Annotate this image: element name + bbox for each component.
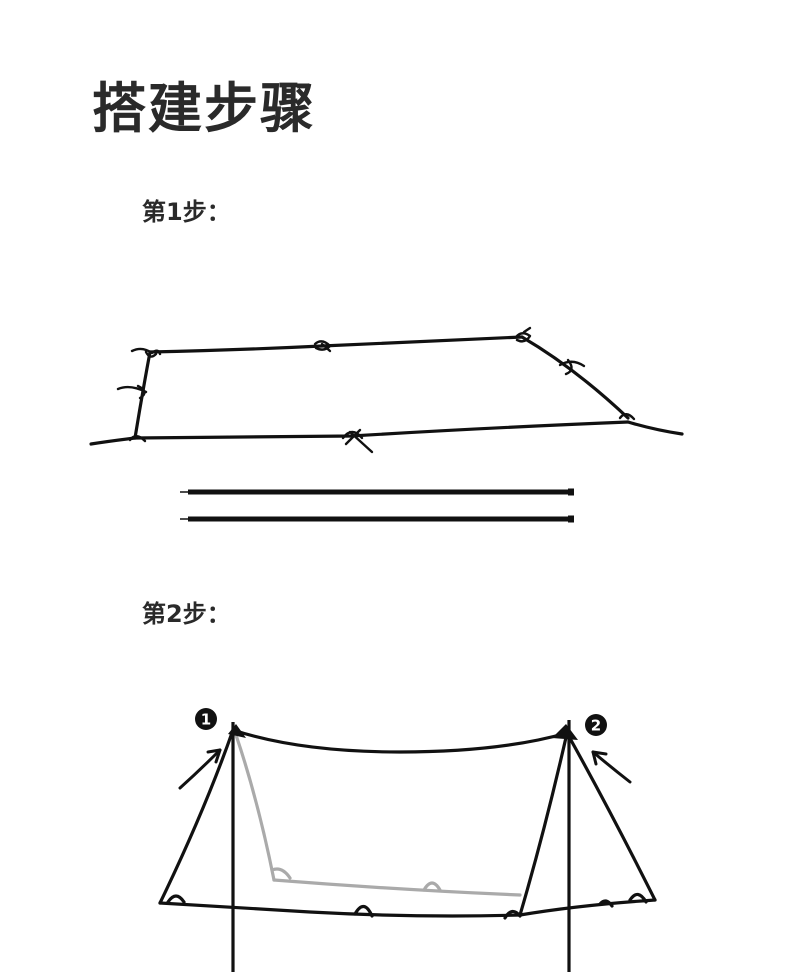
curved-arrow-icon	[591, 750, 632, 784]
right-ridge-knot	[552, 724, 578, 740]
flat-tarp-outline	[89, 335, 684, 446]
step-1-diagram	[89, 326, 684, 523]
left-ridge-knot	[228, 724, 246, 738]
marker-1-circle	[195, 708, 217, 730]
step-2-label: 第2步：	[142, 600, 231, 628]
marker-1: 1	[195, 708, 217, 730]
step-2-diagram: 1 2	[158, 708, 657, 972]
raised-tarp-outline	[158, 728, 657, 920]
curved-arrow-icon	[178, 748, 222, 790]
marker-2-number: 2	[591, 717, 601, 735]
marker-2: 2	[585, 714, 607, 736]
tie-loops	[116, 326, 636, 454]
step-1-label: 第1步：	[142, 198, 231, 226]
raised-poles	[231, 720, 571, 972]
page-title: 搭建步骤	[92, 77, 316, 140]
marker-1-number: 1	[201, 711, 211, 729]
tent-poles	[180, 488, 574, 523]
lift-arrow-left	[178, 748, 222, 790]
lift-arrow-right	[591, 750, 632, 784]
marker-2-circle	[585, 714, 607, 736]
tarp-back-edge	[234, 733, 522, 897]
